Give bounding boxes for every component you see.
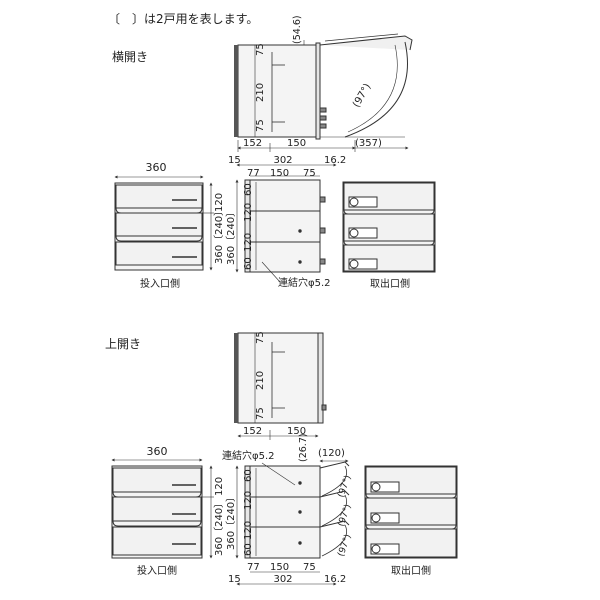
- dim-302: 302: [273, 155, 292, 166]
- dim-120-b-2: 120: [243, 521, 254, 540]
- legend-note: 〔 〕は2戸用を表します。: [108, 12, 259, 26]
- side-open-takeout-view: [342, 181, 436, 273]
- side-open-front-view: [114, 175, 214, 271]
- hole-label: 連結穴φ5.2: [278, 276, 331, 289]
- dim-16-2: 16.2: [324, 155, 346, 166]
- side-open-top-view: [234, 33, 413, 152]
- dim-210-2: 210: [255, 371, 266, 390]
- hole-label-2: 連結穴φ5.2: [222, 449, 275, 462]
- dim-75-bottom-2: 75: [255, 407, 266, 420]
- dim-150-back-2: 150: [270, 562, 289, 573]
- dim-120-a: 120: [243, 203, 254, 222]
- dim-302-2: 302: [273, 574, 292, 585]
- dim-75-bottom: 75: [255, 119, 266, 132]
- section-title-top-open: 上開き: [105, 337, 142, 351]
- dim-120-a-2: 120: [243, 491, 254, 510]
- dim-16-2-2: 16.2: [324, 574, 346, 585]
- dim-angle-97-c: (97°): [336, 533, 353, 558]
- dim-angle-97-a: (97°): [336, 474, 353, 499]
- dim-width-360: 360: [146, 161, 167, 174]
- dim-360-240-2: 360〔240〕: [213, 498, 225, 556]
- top-open-top-view: [234, 332, 327, 440]
- dim-26-7: (26.7): [298, 433, 309, 462]
- dim-60-top-2: 60: [243, 469, 254, 482]
- dim-77: 77: [247, 168, 260, 179]
- dim-75-back-2: 75: [303, 562, 316, 573]
- dim-54-6: (54.6): [292, 15, 303, 44]
- dim-width-360-2: 360: [147, 445, 168, 458]
- top-open-back-view: [235, 459, 350, 586]
- dim-360-240-back-2: 360〔240〕: [225, 492, 237, 550]
- view-label-takeout-side-2: 取出口側: [391, 564, 431, 577]
- dim-360-240-back: 360〔240〕: [225, 207, 237, 265]
- dim-75-top-2: 75: [255, 331, 266, 344]
- dim-angle-97: (97°): [351, 82, 373, 110]
- dim-60-bottom-2: 60: [243, 543, 254, 556]
- dim-360-240: 360〔240〕: [213, 206, 225, 264]
- dim-210: 210: [255, 83, 266, 102]
- dim-15: 15: [228, 155, 241, 166]
- view-label-insert-side-2: 投入口側: [137, 564, 177, 577]
- dim-60-bottom: 60: [243, 257, 254, 270]
- section-title-side-open: 横開き: [112, 50, 149, 64]
- body-outline: [237, 44, 317, 138]
- dim-120-2: 120: [214, 477, 225, 496]
- dim-152: 152: [243, 138, 262, 149]
- top-open-front-view: [111, 458, 214, 559]
- dim-150-2: 150: [287, 426, 306, 437]
- view-label-takeout-side: 取出口側: [370, 277, 410, 290]
- view-label-insert-side: 投入口側: [140, 277, 180, 290]
- dim-60-top: 60: [243, 183, 254, 196]
- dim-120-paren: (120): [318, 448, 345, 459]
- top-open-takeout-view: [364, 465, 458, 559]
- dim-75-back: 75: [303, 168, 316, 179]
- dim-152-2: 152: [243, 426, 262, 437]
- dim-120: 120: [214, 193, 225, 212]
- dim-357: (357): [355, 138, 382, 149]
- dim-77-2: 77: [247, 562, 260, 573]
- dim-120-b: 120: [243, 233, 254, 252]
- dim-150: 150: [287, 138, 306, 149]
- dim-75-top: 75: [255, 43, 266, 56]
- dim-angle-97-b: (97°): [336, 503, 353, 528]
- dim-15-2: 15: [228, 574, 241, 585]
- dim-150-back: 150: [270, 168, 289, 179]
- side-open-back-view: [235, 163, 337, 283]
